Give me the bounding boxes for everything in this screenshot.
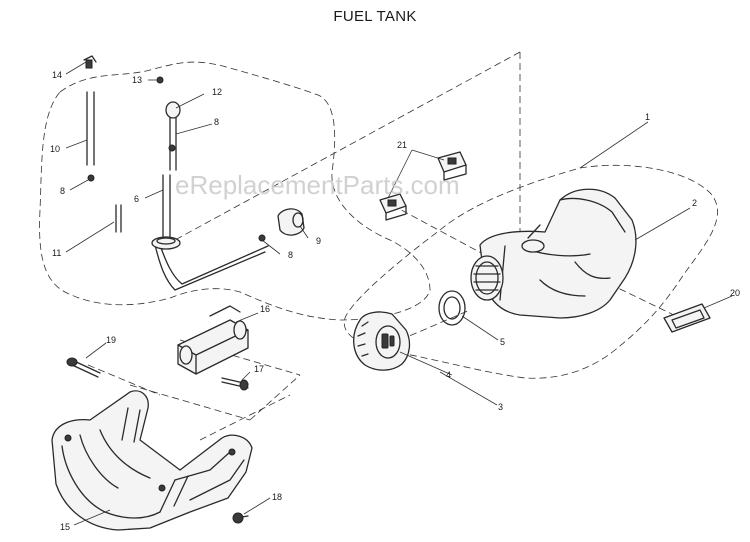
fuel-line-assembly [151, 101, 305, 291]
return-line-assembly [83, 55, 164, 233]
part-label-15: 15 [60, 522, 70, 532]
diagram-title: FUEL TANK [333, 8, 417, 25]
part-label-8-c: 8 [288, 250, 293, 260]
cap-gasket [438, 290, 466, 326]
assembly-line-bracket-b [129, 384, 251, 421]
assembly-boundary-tank [343, 164, 718, 379]
grommet-bottom [379, 193, 407, 221]
tank-pad [663, 303, 711, 333]
part-label-8-b: 8 [214, 117, 219, 127]
grommet-top [437, 151, 467, 181]
part-label-21: 21 [397, 140, 407, 150]
part-label-2: 2 [692, 198, 697, 208]
mount-bolt [232, 512, 249, 524]
part-label-19: 19 [106, 335, 116, 345]
tank-bracket [177, 305, 249, 375]
part-label-11: 11 [52, 248, 61, 258]
assembly-line-screw [87, 364, 161, 396]
fuel-tank [479, 188, 637, 319]
part-label-6: 6 [134, 194, 139, 204]
assembly-line-bracket-c [249, 374, 301, 421]
part-label-9: 9 [316, 236, 321, 246]
assembly-line-bracket-a [179, 339, 301, 376]
assembly-boundary-upper [39, 61, 431, 321]
part-label-14: 14 [52, 70, 62, 80]
bracket-bolt [221, 377, 249, 391]
assembly-line-cap [399, 309, 471, 341]
part-label-10: 10 [50, 144, 60, 154]
part-label-1: 1 [645, 112, 650, 122]
watermark-text: eReplacementParts.com [175, 170, 460, 200]
assembly-line-main [174, 51, 521, 241]
tank-guard [51, 390, 253, 531]
part-label-12: 12 [212, 87, 222, 97]
tank-neck [470, 255, 504, 301]
part-label-5: 5 [500, 337, 505, 347]
mount-screw [66, 357, 101, 378]
leader-lines [65, 61, 733, 526]
fuel-cap [353, 311, 411, 371]
part-label-17: 17 [254, 364, 264, 374]
part-label-4: 4 [446, 370, 451, 380]
part-label-16: 16 [260, 304, 270, 314]
assembly-line-bottom [199, 394, 291, 441]
part-label-13: 13 [132, 75, 142, 85]
part-label-20: 20 [730, 288, 740, 298]
part-label-18: 18 [272, 492, 282, 502]
part-label-3: 3 [498, 402, 503, 412]
assembly-line-grommet [391, 204, 486, 256]
part-label-8-a: 8 [60, 186, 65, 196]
